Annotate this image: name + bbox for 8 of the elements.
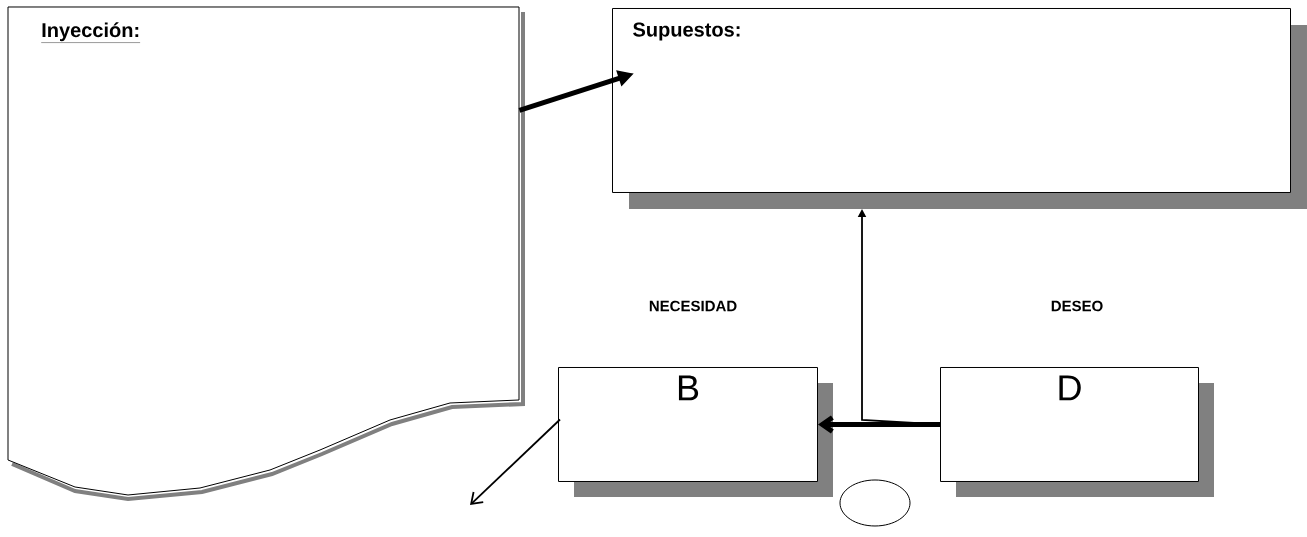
process-box: D [940,367,1214,497]
heading-label: DESEO [1051,300,1103,312]
process-box: B [558,367,833,497]
heading-label: NECESIDAD [649,300,737,312]
text-box: Supuestos: [612,8,1307,209]
ellipse [839,479,911,527]
arrow [470,418,561,505]
arrow [818,415,940,434]
